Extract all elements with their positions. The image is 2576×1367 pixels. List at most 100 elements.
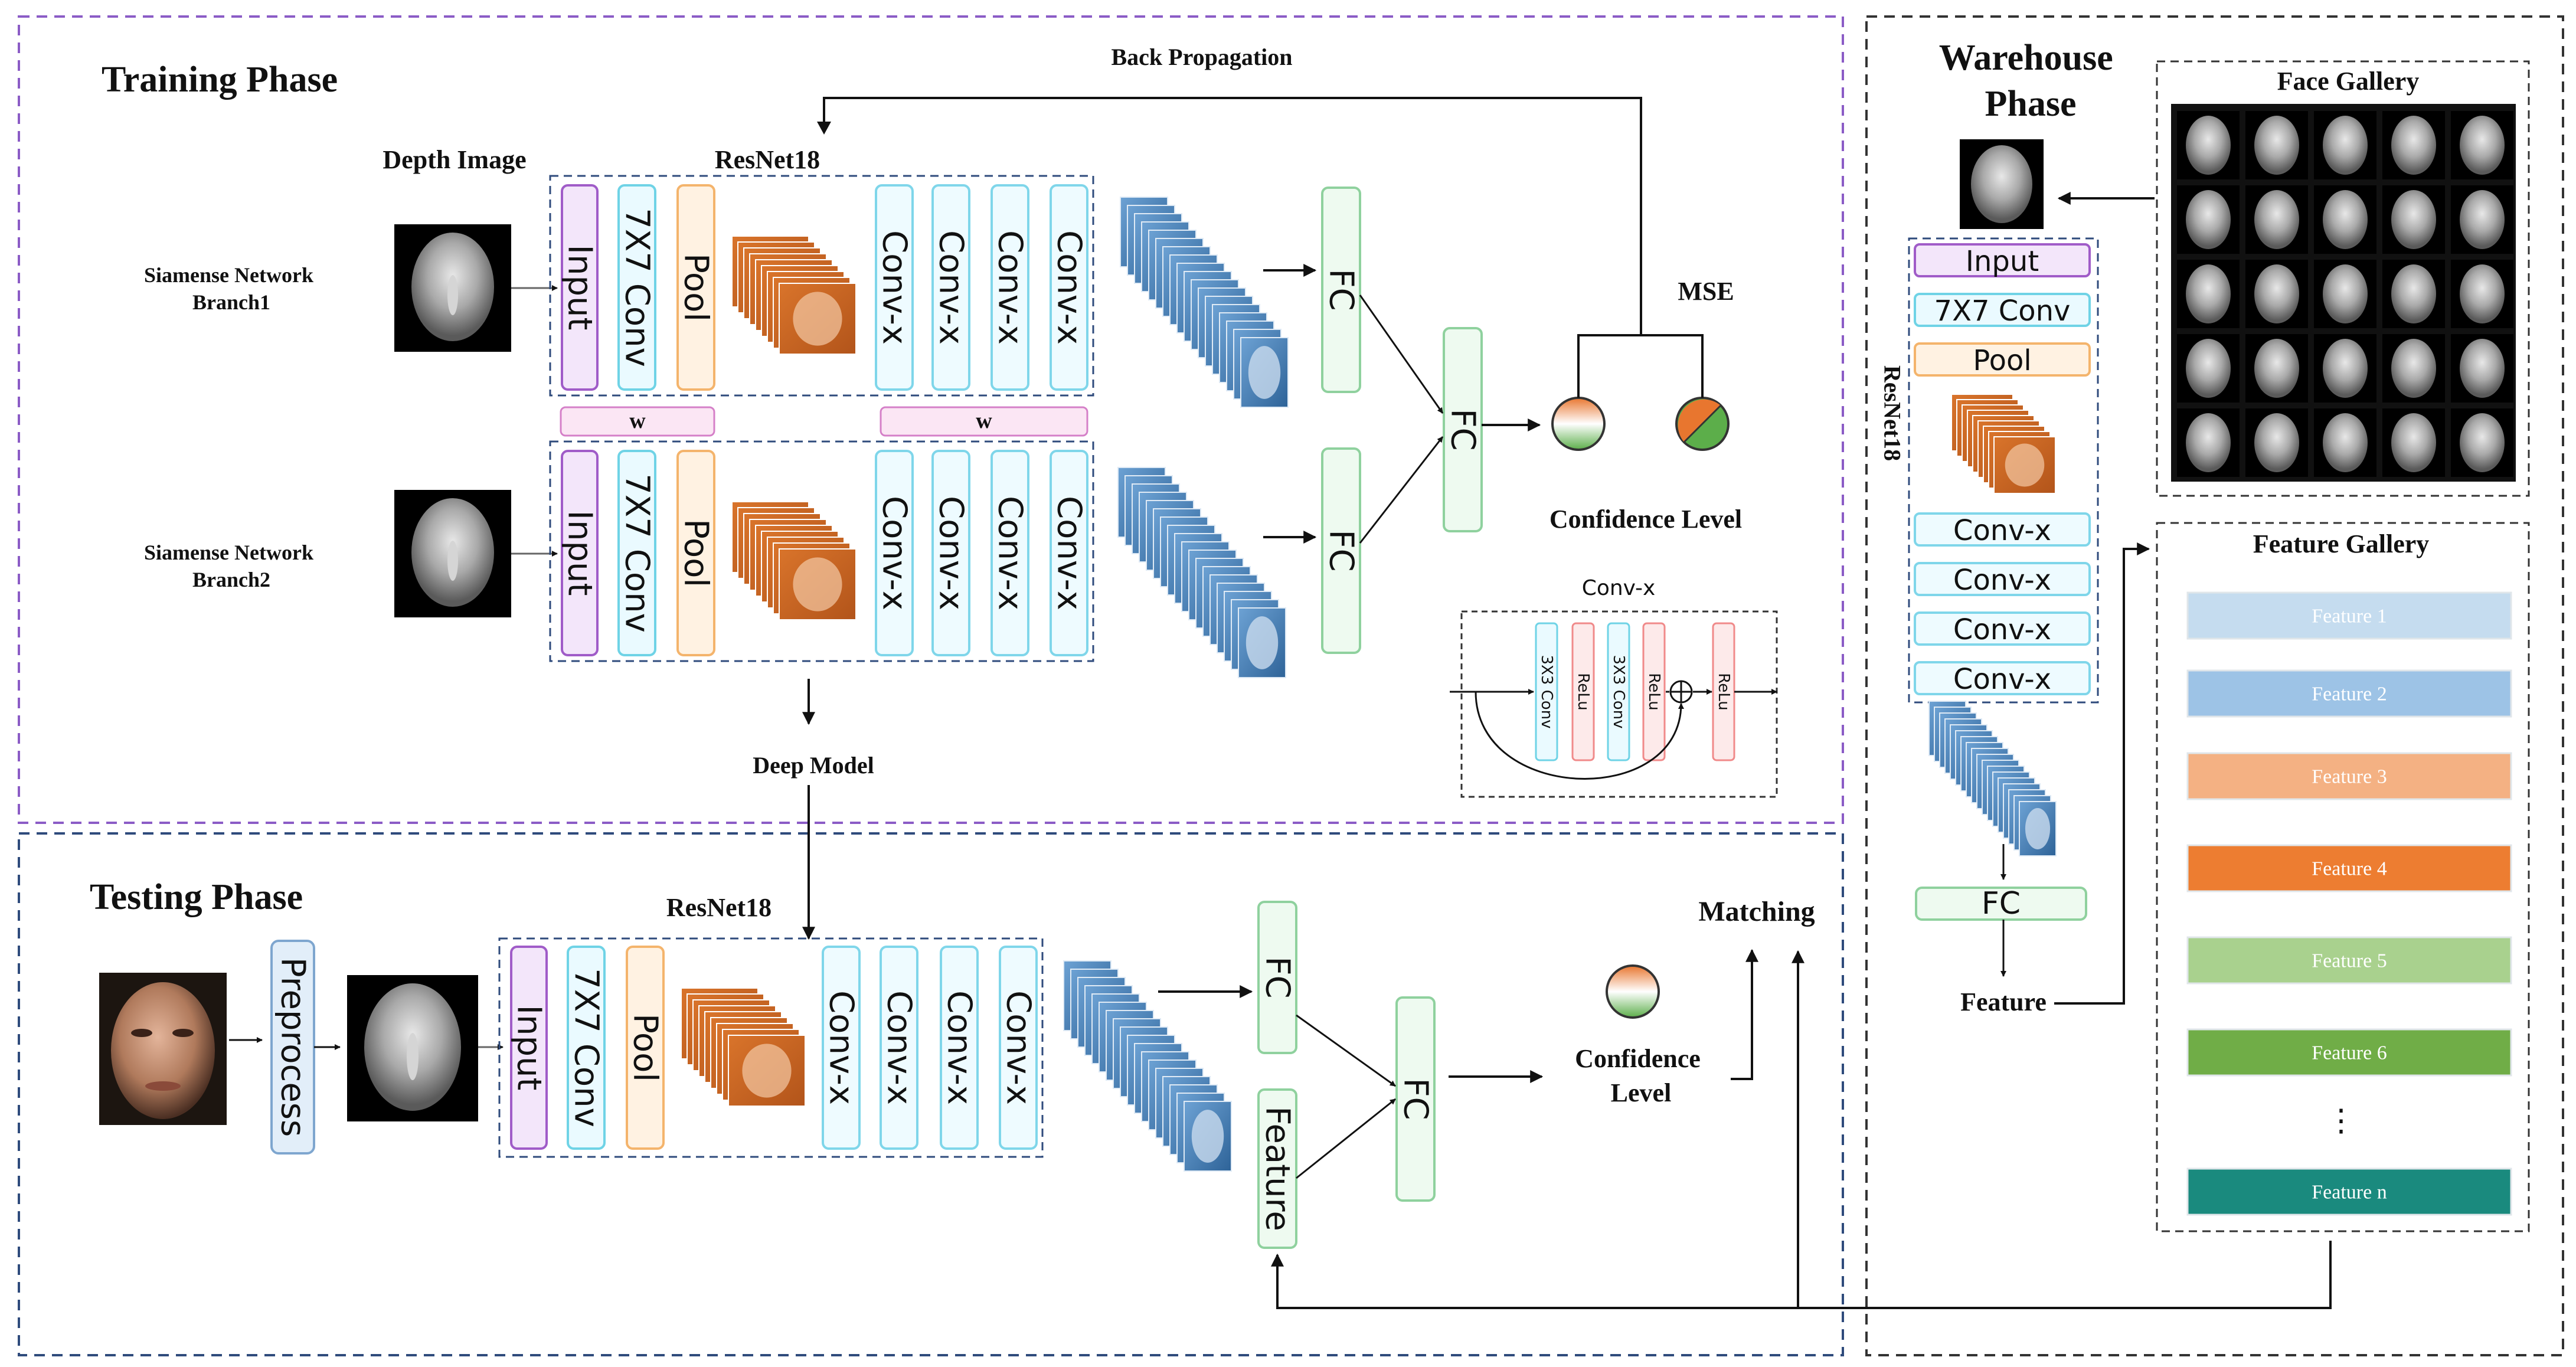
gallery-face: [2314, 185, 2376, 254]
convx-detail-title: Conv-x: [1582, 576, 1656, 600]
testing-convx-block-4: Conv-x: [999, 946, 1038, 1150]
testing-blocks: Input 7X7 Conv Pool Conv-x Conv-x Conv-x Conv-…: [510, 946, 1038, 1150]
branch1-feature-map-orange: [731, 236, 857, 355]
warehouse-feature-label: Feature: [1960, 987, 2047, 1016]
fc-block-merge: FC: [1443, 327, 1483, 532]
fc-block-testing: FC: [1257, 901, 1297, 1054]
feature-bar-5: Feature 5: [2186, 936, 2512, 985]
convx-detail-panel: Conv-x 3X3 Conv ReLu 3X3 Conv ReLu: [1450, 576, 1778, 798]
feature-map-stack-branch1: [1120, 197, 1289, 408]
warehouse-input-block-label: Input: [1966, 245, 2039, 278]
warehouse-convx-block-4-label: Conv-x: [1953, 663, 2051, 696]
branch2-convx-block-4: Conv-x: [1050, 450, 1088, 656]
gallery-face: [2177, 185, 2240, 254]
testing-convx-block-1-label: Conv-x: [822, 990, 861, 1105]
warehouse-title: Warehouse Phase: [1939, 38, 2123, 124]
gallery-face: [2177, 334, 2240, 403]
warehouse-pool-block-label: Pool: [1973, 344, 2031, 377]
gallery-face: [2382, 111, 2445, 179]
weight-share-right: w: [880, 406, 1088, 437]
resnet18-branch1-frame: [549, 175, 1094, 397]
convx-detail-conv3-a: 3X3 Conv: [1535, 622, 1558, 761]
testing-convx-block-3: Conv-x: [940, 946, 979, 1150]
residual-add-icon: [1669, 680, 1693, 704]
feature-bar-label: Feature 2: [2312, 684, 2387, 705]
branch2-pool-block-label: Pool: [677, 519, 715, 587]
branch2-label: Siamense Network Branch2: [144, 541, 319, 591]
gallery-face: [2177, 111, 2240, 179]
mse-label: MSE: [1678, 277, 1734, 306]
gallery-face: [2314, 334, 2376, 403]
face-gallery-frame: [2156, 60, 2530, 497]
backprop-arrowhead: [817, 122, 831, 135]
testing-pool-block: Pool: [626, 946, 665, 1150]
resnet18-branch2-frame: [549, 440, 1094, 662]
testing-conv7-block-label: 7X7 Conv: [567, 968, 606, 1127]
branch2-convx-block-3: Conv-x: [990, 450, 1029, 656]
warehouse-title-line2: Phase: [1985, 84, 2077, 124]
branch1-pool-block: Pool: [676, 184, 715, 391]
testing-convx-block-2-label: Conv-x: [880, 990, 918, 1105]
blue-sheets-1: [1120, 197, 1289, 408]
warehouse-conv7-block-label: 7X7 Conv: [1934, 295, 2071, 328]
confidence-circle-testing: [1606, 964, 1660, 1019]
matching-label: Matching: [1698, 896, 1815, 927]
gallery-face: [2451, 334, 2513, 403]
branch1-convx-block-4: Conv-x: [1050, 184, 1088, 391]
gallery-face: [2451, 408, 2513, 477]
feature-block-testing: Feature: [1257, 1088, 1297, 1249]
fc-label-warehouse: FC: [1982, 886, 2021, 921]
fc-label-testing-merge: FC: [1397, 1078, 1435, 1120]
warehouse-convx-block-2-label: Conv-x: [1953, 564, 2051, 597]
feature-label-testing: Feature: [1258, 1106, 1297, 1231]
branch1-line1: Siamense Network: [144, 263, 313, 287]
confidence-level-testing: Confidence Level: [1575, 1044, 1707, 1107]
convx-detail-relu-c: ReLu: [1712, 622, 1735, 761]
branch1-label: Siamense Network Branch1: [144, 263, 319, 314]
arrow-fc-to-merge-testing: [1296, 1014, 1396, 1087]
confidence-to-matching-arrow: [1731, 949, 1758, 1080]
fc-block-branch2: FC: [1321, 447, 1361, 654]
confidence-level-testing-line1: Confidence: [1575, 1044, 1701, 1073]
gallery-face: [2382, 260, 2445, 328]
branch2-convx-block-1-label: Conv-x: [875, 496, 914, 610]
feature-bar-label: Feature n: [2312, 1182, 2387, 1204]
blue-sheets-3: [1063, 960, 1232, 1172]
feature-bar-label: Feature 1: [2312, 606, 2387, 627]
depth-image-branch2: [394, 490, 511, 617]
branch2-conv7-block: 7X7 Conv: [617, 450, 656, 656]
feature-bar-label: Feature 5: [2312, 950, 2387, 972]
branch2-line1: Siamense Network: [144, 541, 313, 564]
warehouse-pool-block: Pool: [1914, 342, 2091, 377]
feature-map-stack-testing: [1063, 960, 1232, 1172]
testing-convx-block-4-label: Conv-x: [999, 990, 1038, 1105]
arrow-feature-to-merge-testing: [1296, 1098, 1396, 1179]
fc-block-branch1: FC: [1321, 187, 1361, 393]
convx-detail-relu-a: ReLu: [1571, 622, 1595, 761]
feature-map-stack-branch2: [1117, 467, 1286, 678]
warehouse-convx-block-2: Conv-x: [1914, 562, 2091, 597]
branch2-feature-map-orange: [731, 501, 857, 620]
gallery-face: [2245, 408, 2308, 477]
warehouse-phase-frame: [1865, 15, 2564, 1356]
gallery-face: [2382, 185, 2445, 254]
input-face-photo: [99, 973, 227, 1125]
testing-input-block: Input: [510, 946, 548, 1150]
branch1-conv7-block-label: 7X7 Conv: [618, 208, 656, 367]
residual-skip-connection: [1475, 691, 1684, 780]
feature-bar-7: Feature n: [2186, 1167, 2512, 1216]
confidence-level-testing-line2: Level: [1611, 1078, 1672, 1107]
depth-image-testing: [347, 975, 478, 1121]
convx-detail-relu-a-label: ReLu: [1574, 673, 1592, 710]
weight-label-right: w: [976, 408, 992, 433]
branch2-convx-block-1: Conv-x: [875, 450, 914, 656]
gallery-face: [2382, 334, 2445, 403]
resnet18-testing-frame: [498, 937, 1044, 1158]
fc-label-branch1: FC: [1322, 269, 1361, 310]
branch2-input-block-label: Input: [561, 510, 599, 596]
fc-label-branch2: FC: [1322, 529, 1361, 571]
target-circle-training: [1675, 397, 1730, 451]
warehouse-convx-block-1: Conv-x: [1914, 512, 2091, 547]
deep-model-label: Deep Model: [753, 752, 874, 779]
branch1-convx-block-1-label: Conv-x: [875, 230, 914, 345]
